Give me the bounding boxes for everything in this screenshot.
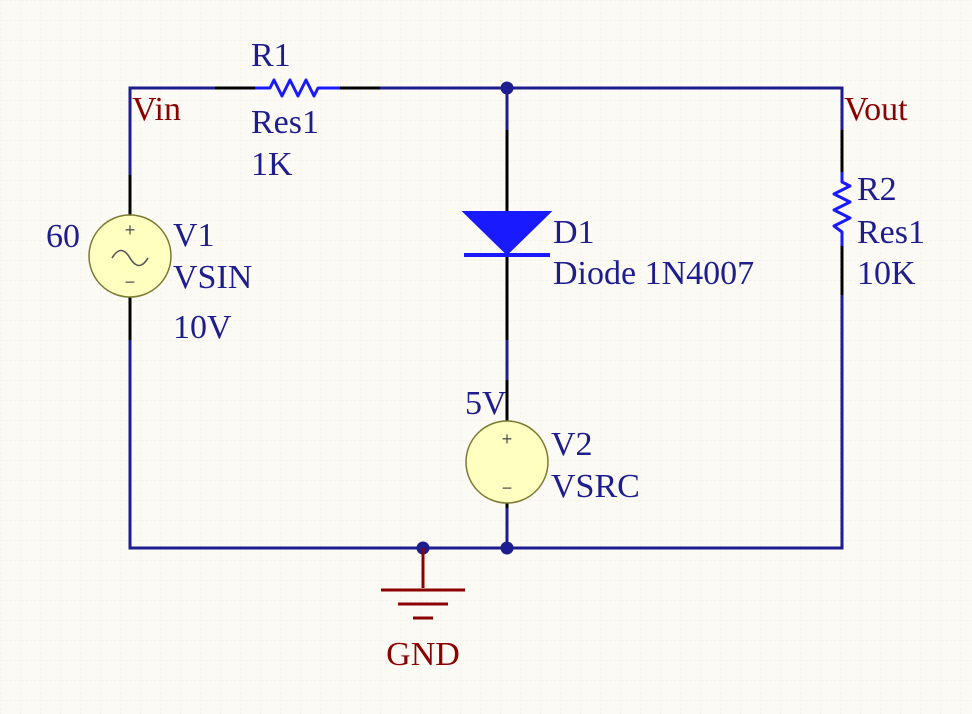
v1-minus-sign: − <box>125 272 136 292</box>
diode-d1[interactable] <box>461 130 553 340</box>
v1-plus-sign: + <box>125 220 136 240</box>
v2-plus-sign: + <box>502 429 513 449</box>
r2-designator[interactable]: R2 <box>857 171 897 208</box>
wires <box>128 86 844 550</box>
r2-value[interactable]: 10K <box>857 255 916 292</box>
r1-designator[interactable]: R1 <box>251 37 291 74</box>
dc-source-icon <box>465 420 549 504</box>
net-label-gnd[interactable]: GND <box>386 636 460 673</box>
d1-comment[interactable]: Diode 1N4007 <box>553 255 754 292</box>
resistor-r2[interactable] <box>832 130 852 295</box>
source-v2[interactable]: + − <box>465 380 549 508</box>
junction-top <box>500 81 514 95</box>
v1-designator[interactable]: V1 <box>173 217 215 254</box>
sine-wave-icon <box>111 249 149 267</box>
source-v1[interactable]: + − <box>88 175 172 340</box>
v1-frequency[interactable]: 60 <box>46 218 80 255</box>
v2-minus-sign: − <box>502 478 513 498</box>
v2-comment[interactable]: VSRC <box>551 468 640 505</box>
v2-designator[interactable]: V2 <box>551 426 593 463</box>
resistor-icon <box>255 78 340 98</box>
wire-left-top[interactable] <box>128 86 217 177</box>
diode-icon <box>461 211 553 256</box>
d1-designator[interactable]: D1 <box>553 214 595 251</box>
v1-comment[interactable]: VSIN <box>173 259 252 296</box>
net-label-vout[interactable]: Vout <box>844 91 908 128</box>
r1-value[interactable]: 1K <box>251 146 293 183</box>
v2-value[interactable]: 5V <box>465 385 507 422</box>
junction-bottom-mid <box>500 541 514 555</box>
sine-source-icon <box>88 214 172 298</box>
v1-value[interactable]: 10V <box>173 309 232 346</box>
resistor-r1[interactable] <box>215 78 380 98</box>
r2-comment[interactable]: Res1 <box>857 214 925 251</box>
resistor-icon <box>832 172 852 246</box>
ground-symbol[interactable] <box>381 548 465 620</box>
r1-comment[interactable]: Res1 <box>251 104 319 141</box>
net-label-vin[interactable]: Vin <box>132 91 181 128</box>
